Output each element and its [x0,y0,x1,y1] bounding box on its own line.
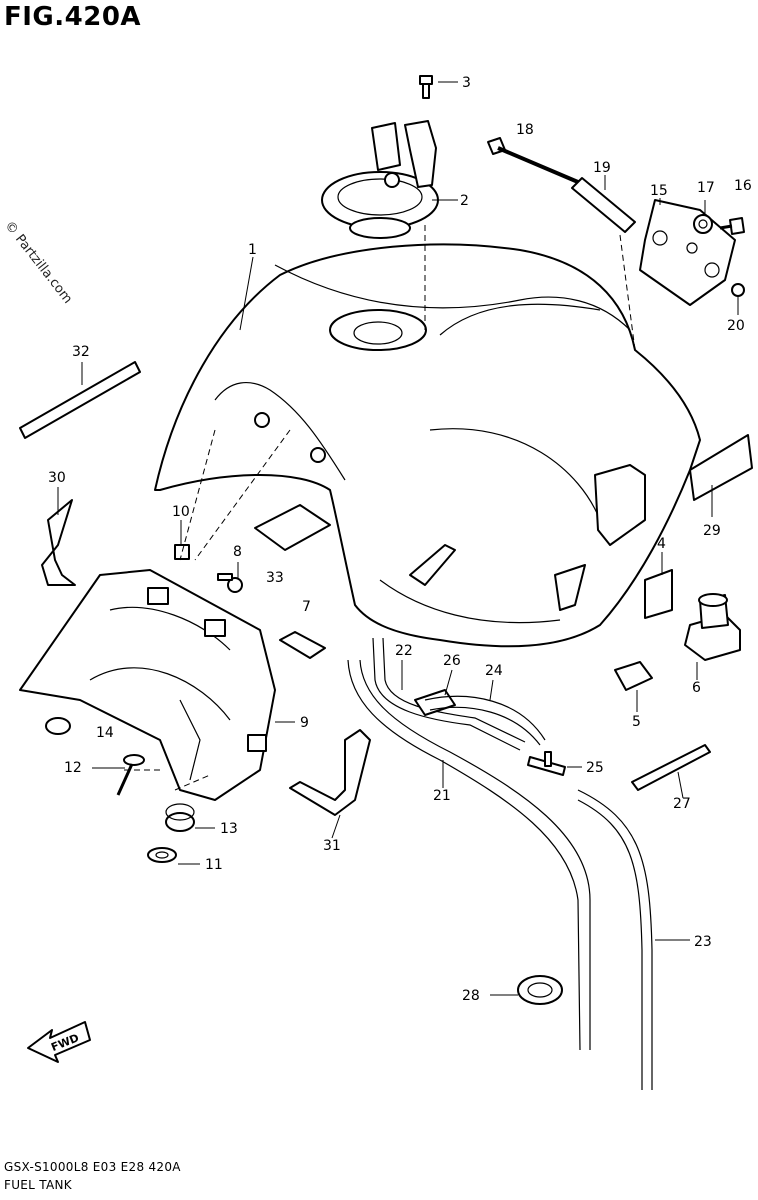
bolt-3-drawing[interactable] [419,75,433,99]
callout-14: 14 [96,725,114,741]
callout-3: 3 [462,75,471,91]
callout-15: 15 [650,183,668,199]
clamp-30-drawing[interactable] [41,499,76,586]
leader-lines [57,81,739,996]
callout-17: 17 [697,180,715,196]
joint-25-drawing[interactable] [527,751,566,776]
collar-11-drawing[interactable] [147,847,177,863]
seal-32-drawing[interactable] [19,361,141,439]
callout-1: 1 [248,242,257,258]
callout-30: 30 [48,470,66,486]
hose-23-drawing[interactable] [577,789,653,1090]
callout-24: 24 [485,663,503,679]
callout-19: 19 [593,160,611,176]
callout-33: 33 [266,570,284,586]
cap-6-drawing[interactable] [684,593,741,661]
callout-20: 20 [727,318,745,334]
label-4-drawing[interactable] [644,569,673,619]
callout-13: 13 [220,821,238,837]
callout-21: 21 [433,788,451,804]
callout-10: 10 [172,504,190,520]
bracket-15-drawing[interactable] [639,199,736,306]
model-code: GSX-S1000L8 E03 E28 420A [4,1160,181,1174]
cushion-7-drawing[interactable] [279,631,326,659]
callout-5: 5 [632,714,641,730]
bolt-16-drawing[interactable] [719,217,745,235]
hose-21-drawing[interactable] [347,659,591,1051]
callout-12: 12 [64,760,82,776]
cushion-13-drawing[interactable] [165,803,195,832]
nut-20-drawing[interactable] [731,283,745,297]
callout-22: 22 [395,643,413,659]
callout-16: 16 [734,178,752,194]
callout-32: 32 [72,344,90,360]
callout-26: 26 [443,653,461,669]
protector-26-drawing[interactable] [414,689,456,716]
callout-18: 18 [516,122,534,138]
callout-25: 25 [586,760,604,776]
fuel-tank-drawing[interactable] [154,243,701,648]
callout-8: 8 [233,544,242,560]
bolt-8-drawing[interactable] [217,573,243,593]
fuel-tank-cover-drawing[interactable] [19,569,276,801]
fuel-cap-drawing[interactable] [321,120,439,239]
cushion-33-drawing[interactable] [254,504,331,551]
bolt-18-drawing[interactable] [487,137,586,187]
callout-numbers: 3 18 19 2 15 17 16 20 1 32 30 10 8 33 7 … [48,75,752,1004]
callout-7: 7 [302,599,311,615]
clamp-31-drawing[interactable] [289,729,371,816]
section-name: FUEL TANK [4,1178,72,1192]
hose-22-drawing[interactable] [372,637,526,751]
callout-23: 23 [694,934,712,950]
callout-28: 28 [462,988,480,1004]
callout-4: 4 [657,536,666,552]
callout-31: 31 [323,838,341,854]
callout-29: 29 [703,523,721,539]
clamp-27-drawing[interactable] [631,744,711,791]
hose-24-drawing[interactable] [424,695,546,746]
clamp-28-drawing[interactable] [517,975,563,1005]
label-29-drawing[interactable] [689,434,753,501]
fwd-arrow-icon: FWD [27,1021,91,1063]
callout-6: 6 [692,680,701,696]
collar-17-drawing[interactable] [693,214,713,234]
callout-9: 9 [300,715,309,731]
callout-27: 27 [673,796,691,812]
cushion-14-drawing[interactable] [45,717,71,735]
cushion-10-drawing[interactable] [174,544,190,560]
bolt-12-drawing[interactable] [116,754,145,796]
reference-lines [120,225,636,791]
figure-title: FIG.420A [4,2,142,32]
callout-11: 11 [205,857,223,873]
spacer-19-drawing[interactable] [571,177,636,233]
cushion-5-drawing[interactable] [614,661,653,691]
callout-2: 2 [460,193,469,209]
